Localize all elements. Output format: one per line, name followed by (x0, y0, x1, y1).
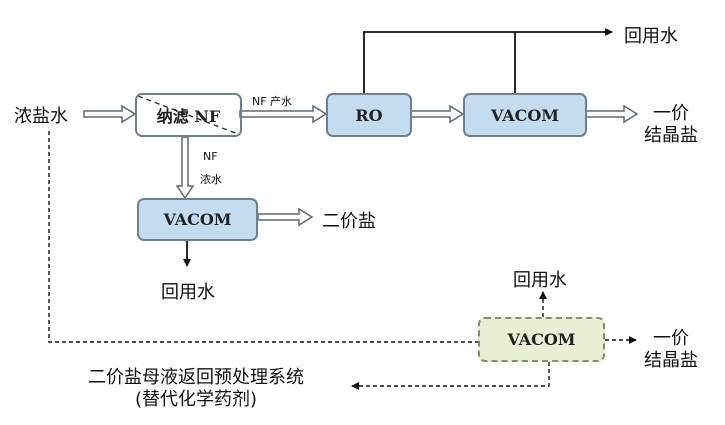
mother-liquor-return-line (351, 362, 550, 390)
monovalent-salt-bottom-label: 一价 结晶盐 (644, 328, 698, 372)
brine-to-vacom-dashed-line (48, 131, 478, 343)
nf-concentrate-label-1: NF (203, 150, 218, 163)
vacom-top-label: VACOM (491, 105, 559, 125)
ro-to-vacom-arrow (410, 104, 465, 124)
vacom-mid-box: VACOM (137, 198, 258, 241)
nf-concentrate-arrow (175, 136, 195, 200)
monovalent-salt-top-label: 一价 结晶盐 (644, 103, 698, 147)
monovalent-salt-top-line2: 结晶盐 (644, 125, 698, 146)
nf-concentrate-label-2: 浓水 (200, 173, 222, 186)
input-to-nf-arrow (83, 104, 137, 124)
brine-input-label: 浓盐水 (14, 106, 68, 127)
vacom-bottom-box: VACOM (478, 317, 605, 362)
pretreatment-return-label: 二价盐母液返回预处理系统 (替代化学药剂) (88, 367, 304, 411)
pretreatment-line2: (替代化学药剂) (134, 389, 258, 410)
recycled-water-top-label: 回用水 (624, 26, 678, 47)
recycled-water-bottom-label: 回用水 (513, 270, 567, 291)
pretreatment-line1: 二价盐母液返回预处理系统 (88, 367, 304, 388)
vacom-mid-label: VACOM (163, 210, 232, 229)
nf-box-label: 纳滤 NF (156, 107, 221, 126)
recycled-water-line (363, 28, 613, 93)
vacom-top-box: VACOM (463, 93, 587, 137)
ro-box-label: RO (355, 105, 383, 125)
divalent-salt-label: 二价盐 (322, 211, 376, 232)
nf-permeate-label: NF 产水 (252, 95, 293, 108)
vacom-mid-output-arrow (257, 207, 314, 227)
nf-to-ro-arrow (239, 104, 328, 124)
vacom-bottom-label: VACOM (507, 330, 576, 349)
monovalent-salt-bottom-line2: 结晶盐 (644, 350, 698, 371)
vacom-top-output-arrow (585, 104, 639, 124)
recycled-water-mid-label: 回用水 (161, 282, 215, 303)
ro-box: RO (326, 93, 412, 137)
monovalent-salt-bottom-line1: 一价 (653, 328, 689, 349)
nf-box: 纳滤 NF (135, 93, 242, 137)
monovalent-salt-top-line1: 一价 (653, 103, 689, 124)
